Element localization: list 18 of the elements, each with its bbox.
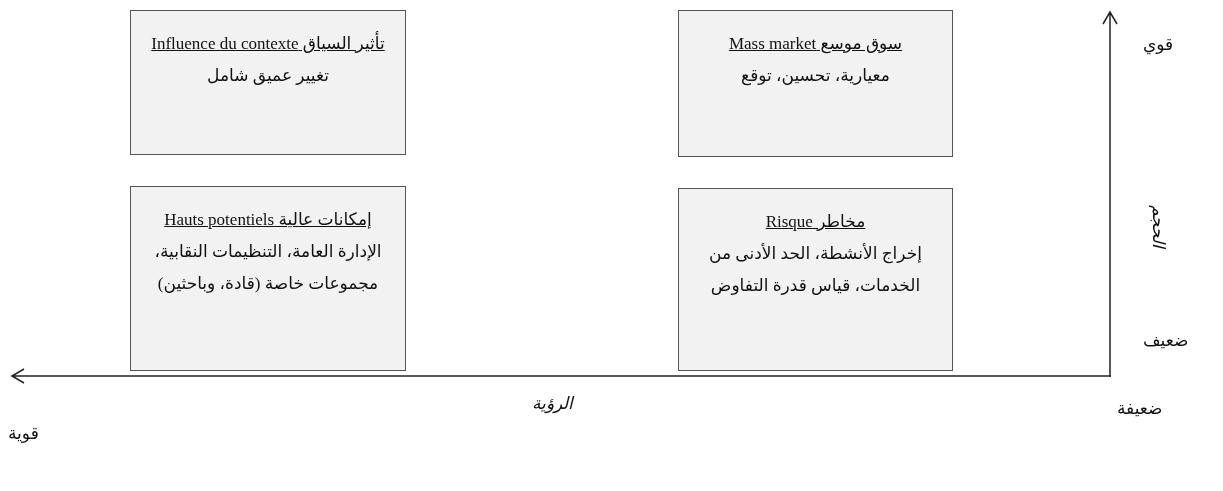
quadrant-box (130, 10, 406, 155)
axis-label: ضعيفة (1117, 398, 1163, 419)
axis-label: قوية (8, 423, 39, 444)
quadrant-heading: إمكانات عالية Hauts potentiels (164, 209, 372, 230)
quadrant-description: الإدارة العامة، التنظيمات النقابية، مجموعات خاصة (قادة، وباحثين) (153, 241, 383, 295)
quadrant-box (678, 188, 953, 371)
quadrant-heading: سوق موسع Mass market (728, 33, 903, 54)
quadrant-box (678, 10, 953, 157)
quadrant-description: تغيير عميق شامل (206, 65, 330, 87)
quadrant-description: إخراج الأنشطة، الحد الأدنى من الخدمات، قياس قدرة التفاوض (708, 242, 923, 297)
axis-label: ضعيف (1143, 330, 1189, 351)
axis-label: قوي (1143, 34, 1174, 55)
axis-title: الرؤية (532, 393, 573, 414)
quadrant-heading: تأثير السياق Influence du contexte (151, 33, 385, 54)
quadrant-box (130, 186, 406, 371)
quadrant-heading: مخاطر Risque (765, 211, 866, 232)
quadrant-description: معيارية، تحسين، توقع (740, 65, 891, 88)
axis-title: الحجم (1148, 205, 1169, 248)
